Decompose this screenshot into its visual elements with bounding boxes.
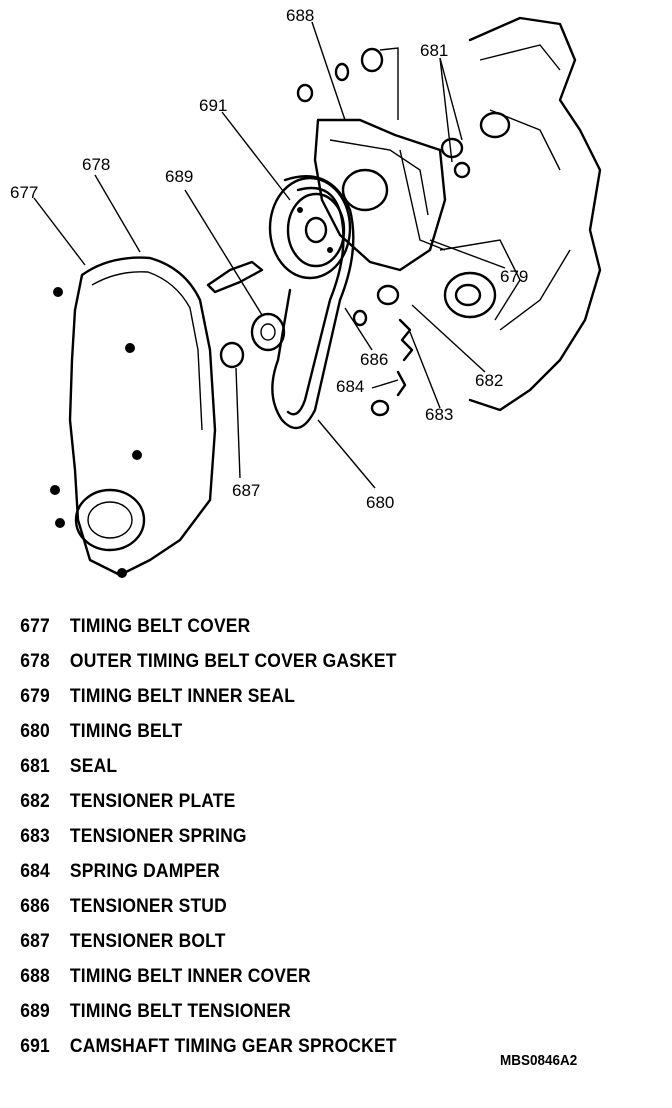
legend-label: TIMING BELT — [69, 721, 183, 742]
legend-label: SEAL — [69, 756, 118, 777]
callout-677: 677 — [10, 183, 38, 202]
callout-684: 684 — [336, 377, 364, 396]
callout-691: 691 — [199, 96, 227, 115]
legend-label: TENSIONER STUD — [69, 896, 227, 917]
belt-tensioner — [206, 260, 286, 369]
callout-689: 689 — [165, 167, 193, 186]
legend-number: 681 — [20, 756, 50, 777]
legend-number: 688 — [20, 966, 50, 987]
legend-row: 687 TENSIONER BOLT — [0, 931, 552, 961]
legend-number: 679 — [20, 686, 50, 707]
legend-label: TIMING BELT TENSIONER — [69, 1001, 291, 1022]
legend-row: 684 SPRING DAMPER — [0, 861, 552, 891]
legend-row: 689 TIMING BELT TENSIONER — [0, 1001, 552, 1031]
legend-label: SPRING DAMPER — [69, 861, 220, 882]
timing-belt — [271, 175, 355, 430]
legend-number: 687 — [20, 931, 50, 952]
legend-number: 684 — [20, 861, 50, 882]
callout-683: 683 — [425, 405, 453, 424]
legend-row: 686 TENSIONER STUD — [0, 896, 552, 926]
legend-label: TIMING BELT COVER — [69, 616, 251, 637]
legend-number: 683 — [20, 826, 50, 847]
legend-number: 678 — [20, 651, 50, 672]
exploded-parts-diagram: 688 681 691 678 677 689 679 686 684 682 … — [10, 6, 602, 578]
inner-timing-cover — [313, 118, 447, 272]
legend-row: 682 TENSIONER PLATE — [0, 791, 552, 821]
legend-number: 682 — [20, 791, 50, 812]
leader-lines — [33, 21, 506, 489]
legend-row: 678 OUTER TIMING BELT COVER GASKET — [0, 651, 552, 681]
legend-label: TENSIONER PLATE — [69, 791, 236, 812]
callout-681: 681 — [420, 41, 448, 60]
legend-number: 686 — [20, 896, 50, 917]
legend-number: 680 — [20, 721, 50, 742]
legend-label: TIMING BELT INNER COVER — [69, 966, 311, 987]
legend-label: TIMING BELT INNER SEAL — [69, 686, 296, 707]
legend-row: 688 TIMING BELT INNER COVER — [0, 966, 552, 996]
legend-number: 689 — [20, 1001, 50, 1022]
legend-row: 683 TENSIONER SPRING — [0, 826, 552, 856]
small-hardware — [296, 47, 471, 417]
engine-block-illustration — [439, 16, 602, 412]
legend-label: TENSIONER SPRING — [69, 826, 247, 847]
figure-id: MBS0846A2 — [500, 1052, 578, 1069]
legend-number: 691 — [20, 1036, 50, 1057]
legend-label: TENSIONER BOLT — [69, 931, 226, 952]
legend-label: CAMSHAFT TIMING GEAR SPROCKET — [69, 1036, 397, 1057]
timing-belt-cover — [50, 256, 217, 578]
legend-row: 677 TIMING BELT COVER — [0, 616, 552, 646]
callout-686: 686 — [360, 350, 388, 369]
legend-row: 691 CAMSHAFT TIMING GEAR SPROCKET — [0, 1036, 552, 1066]
callout-687: 687 — [232, 481, 260, 500]
callout-679: 679 — [500, 267, 528, 286]
callout-680: 680 — [366, 493, 394, 512]
callout-678: 678 — [82, 155, 110, 174]
legend-row: 679 TIMING BELT INNER SEAL — [0, 686, 552, 716]
camshaft-sprocket — [268, 176, 352, 280]
legend-number: 677 — [20, 616, 50, 637]
legend-row: 680 TIMING BELT — [0, 721, 552, 751]
callout-682: 682 — [475, 371, 503, 390]
legend-row: 681 SEAL — [0, 756, 552, 786]
callout-688: 688 — [286, 6, 314, 25]
legend-label: OUTER TIMING BELT COVER GASKET — [69, 651, 397, 672]
